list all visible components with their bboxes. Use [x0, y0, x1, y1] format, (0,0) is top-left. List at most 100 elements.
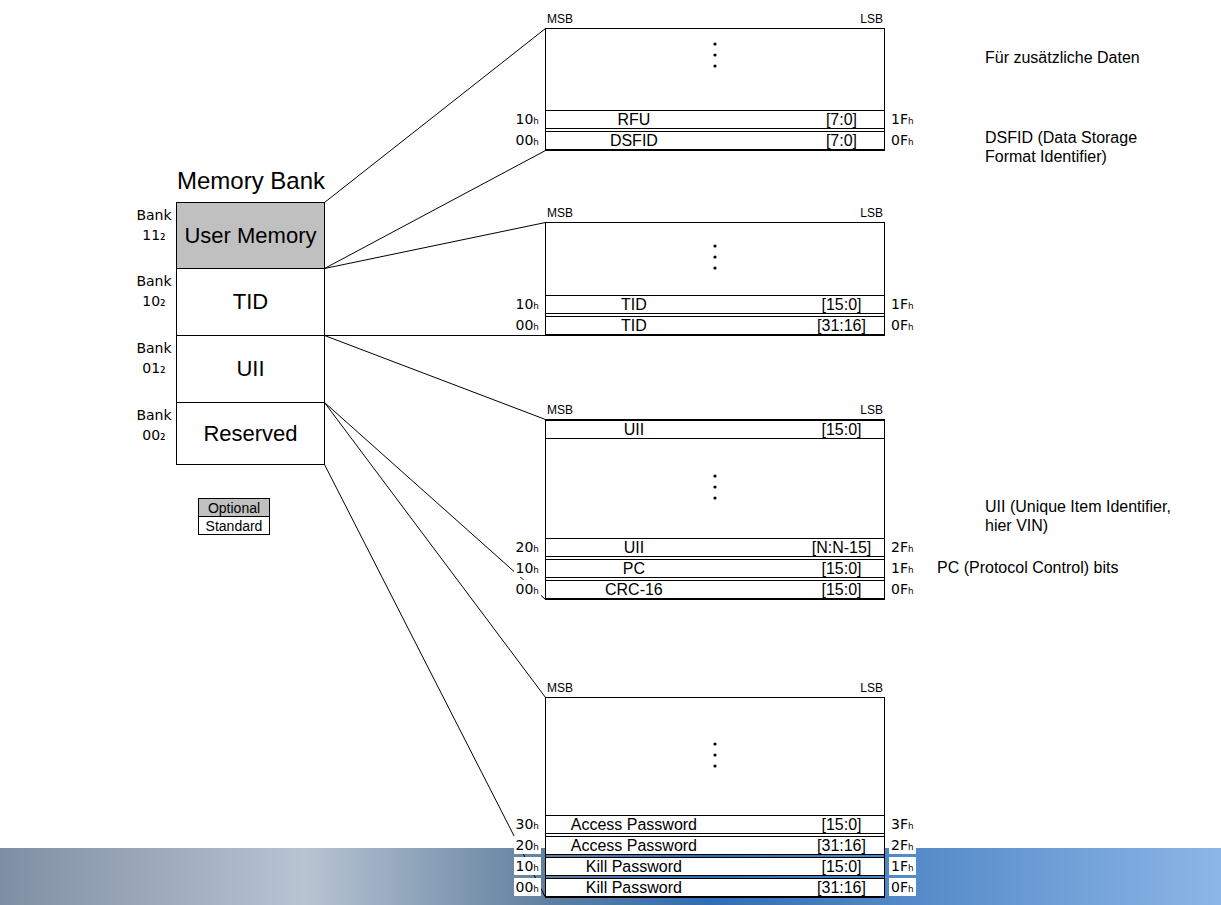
memory-bank-box: Reserved: [176, 402, 325, 465]
start-address: 00ₕ: [514, 316, 541, 334]
legend-text: Optional: [208, 500, 260, 516]
dot: [713, 244, 716, 247]
legend-text: Standard: [206, 518, 263, 534]
memory-row: Kill Password [31:16]: [546, 878, 884, 897]
bank-number: Bank 10₂: [134, 271, 174, 311]
field-name: UII: [546, 421, 722, 438]
stack-heading: Memory Bank: [150, 167, 352, 196]
dot: [713, 42, 716, 45]
start-address: 10ₕ: [514, 857, 541, 875]
bank-name: UII: [236, 356, 264, 382]
field-name: UII: [546, 539, 722, 556]
dot: [713, 485, 716, 488]
bit-range: [15:0]: [799, 816, 884, 833]
end-address: 1Fₕ: [889, 110, 916, 128]
memory-bank-box: TID: [176, 268, 325, 336]
lsb-label: LSB: [860, 206, 883, 220]
end-address: 0Fₕ: [889, 580, 916, 598]
bit-range: [7:0]: [799, 132, 884, 149]
legend-swatch: Standard: [198, 516, 270, 535]
bank-to-map-connector: [325, 403, 546, 898]
bit-range: [15:0]: [799, 296, 884, 313]
start-address: 30ₕ: [514, 815, 541, 833]
bit-range: [15:0]: [799, 421, 884, 438]
msb-label: MSB: [547, 681, 573, 695]
field-name: PC: [546, 560, 722, 577]
start-address: 10ₕ: [514, 295, 541, 313]
end-address: 2Fₕ: [889, 538, 916, 556]
memory-bank-box: User Memory: [176, 202, 325, 269]
field-name: Access Password: [546, 816, 722, 833]
bit-range: [7:0]: [799, 111, 884, 128]
end-address: 0Fₕ: [889, 878, 916, 896]
continuation-dots: [713, 42, 716, 767]
field-name: RFU: [546, 111, 722, 128]
annotation: Für zusätzliche Daten: [985, 48, 1215, 67]
start-address: 10ₕ: [514, 559, 541, 577]
start-address: 00ₕ: [514, 878, 541, 896]
footer-band: [0, 848, 1221, 905]
memory-map: MSBLSBUII[15:0]UII[N:N-15]PC[15:0]CRC-16…: [545, 419, 885, 600]
dot: [713, 742, 716, 745]
memory-row: CRC-16[15:0]: [546, 580, 884, 599]
bank-to-map-connector: [325, 336, 546, 600]
bank-name: Reserved: [203, 421, 297, 447]
bank-number: Bank 01₂: [134, 338, 174, 378]
field-name: TID: [546, 317, 722, 334]
lsb-label: LSB: [860, 12, 883, 26]
bank-number: Bank 00₂: [134, 405, 174, 445]
msb-label: MSB: [547, 12, 573, 26]
memory-row: Access Password [31:16]: [546, 836, 884, 855]
dot: [713, 64, 716, 67]
start-address: 00ₕ: [514, 580, 541, 598]
field-name: Kill Password: [546, 879, 722, 896]
bank-to-map-connector: [325, 223, 546, 336]
dot: [713, 255, 716, 258]
memory-bank-box: UII: [176, 335, 325, 403]
bit-range: [15:0]: [799, 858, 884, 875]
memory-row: DSFID [7:0]: [546, 131, 884, 150]
bit-range: [31:16]: [799, 879, 884, 896]
end-address: 3Fₕ: [889, 815, 916, 833]
annotation: UII (Unique Item Identifier, hier VIN): [985, 497, 1175, 535]
memory-row: UII [15:0]: [546, 420, 884, 439]
lsb-label: LSB: [860, 681, 883, 695]
memory-map: MSBLSBAccess Password[15:0]Access Passwo…: [545, 697, 885, 898]
memory-row: UII [N:N-15]: [546, 538, 884, 557]
bit-range: [15:0]: [799, 560, 884, 577]
dot: [713, 496, 716, 499]
bit-range: [31:16]: [799, 837, 884, 854]
bank-name: User Memory: [184, 223, 316, 249]
memory-row: TID[31:16]: [546, 316, 884, 335]
field-name: DSFID: [546, 132, 722, 149]
end-address: 1Fₕ: [889, 559, 916, 577]
msb-label: MSB: [547, 206, 573, 220]
end-address: 0Fₕ: [889, 131, 916, 149]
annotation: PC (Protocol Control) bits: [937, 558, 1217, 577]
end-address: 2Fₕ: [889, 836, 916, 854]
memory-row: RFU [7:0]: [546, 110, 884, 129]
start-address: 20ₕ: [514, 836, 541, 854]
start-address: 10ₕ: [514, 110, 541, 128]
start-address: 20ₕ: [514, 538, 541, 556]
bank-to-map-connector: [325, 29, 546, 269]
lsb-label: LSB: [860, 403, 883, 417]
annotation: DSFID (Data Storage Format Identifier): [985, 128, 1175, 166]
field-name: Access Password: [546, 837, 722, 854]
bit-range: [N:N-15]: [799, 539, 884, 556]
memory-row: Kill Password [15:0]: [546, 857, 884, 876]
field-name: TID: [546, 296, 722, 313]
memory-map: MSBLSBTID[15:0]TID[31:16]: [545, 222, 885, 336]
memory-row: PC [15:0]: [546, 559, 884, 578]
field-name: Kill Password: [546, 858, 722, 875]
memory-map: MSBLSBRFU[7:0]DSFID[7:0]: [545, 28, 885, 151]
dot: [713, 266, 716, 269]
end-address: 1Fₕ: [889, 857, 916, 875]
dot: [713, 753, 716, 756]
dot: [713, 764, 716, 767]
field-name: CRC-16: [546, 581, 722, 598]
end-address: 0Fₕ: [889, 316, 916, 334]
legend-swatch: Optional: [198, 498, 270, 517]
start-address: 00ₕ: [514, 131, 541, 149]
